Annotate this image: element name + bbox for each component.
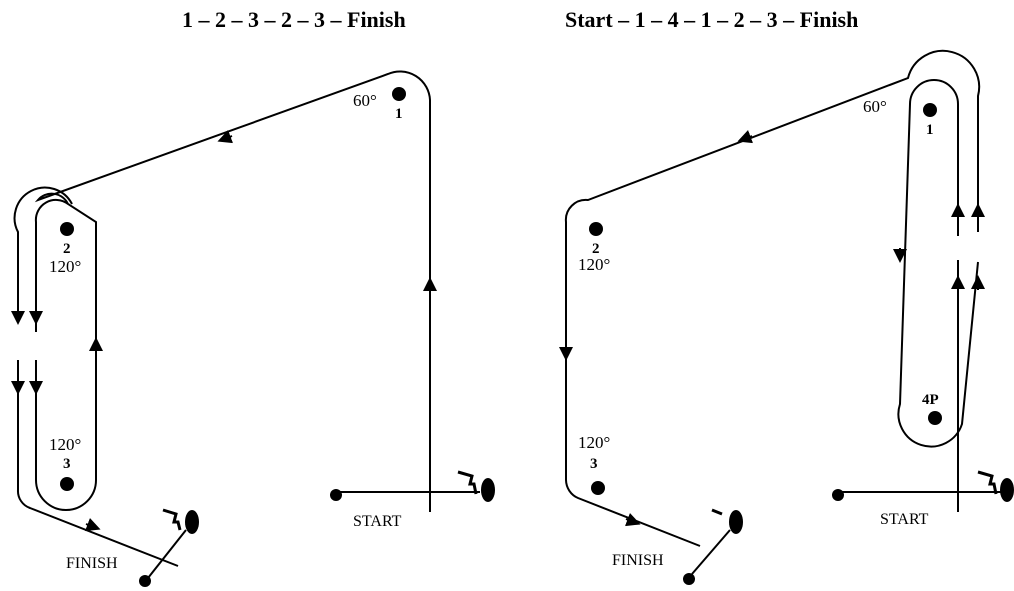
- left-mark-1: [392, 87, 406, 101]
- left-finish-buoy: [139, 575, 151, 587]
- right-mark-2-number: 2: [592, 241, 600, 257]
- right-course: Start – 1 – 4 – 1 – 2 – 3 – Finish START…: [559, 7, 1014, 585]
- left-mark-2-number: 2: [63, 241, 71, 257]
- right-finish-line: [691, 529, 731, 575]
- left-mark-2-angle: 120°: [49, 257, 81, 276]
- right-course-path: [564, 49, 981, 547]
- left-arrow-finish: [84, 517, 101, 532]
- right-mark-4p-number: 4P: [922, 392, 939, 408]
- right-mark-1-number: 1: [926, 122, 934, 138]
- right-start-buoy: [832, 489, 844, 501]
- left-start-buoy: [330, 489, 342, 501]
- left-mark-3-number: 3: [63, 456, 71, 472]
- right-finish-boat-icon: [711, 508, 743, 534]
- left-finish-boat-icon: [162, 508, 199, 534]
- left-committee-boat-icon: [457, 470, 495, 502]
- right-finish-buoy: [683, 573, 695, 585]
- left-mark-2: [60, 222, 74, 236]
- left-course-path: [34, 70, 431, 512]
- right-finish-label: FINISH: [612, 552, 664, 569]
- right-arrow-reach: [737, 129, 754, 144]
- right-committee-boat-icon: [977, 470, 1014, 502]
- left-mark-3-angle: 120°: [49, 435, 81, 454]
- right-course-title: Start – 1 – 4 – 1 – 2 – 3 – Finish: [565, 7, 858, 32]
- right-start-label: START: [880, 511, 929, 528]
- left-finish-label: FINISH: [66, 555, 118, 572]
- left-start-label: START: [353, 513, 402, 530]
- right-mark-3-angle: 120°: [578, 433, 610, 452]
- right-mark-1: [923, 103, 937, 117]
- right-mark-1-angle: 60°: [863, 97, 887, 116]
- left-mark-1-number: 1: [395, 106, 403, 122]
- right-mark-2-angle: 120°: [578, 255, 610, 274]
- right-mark-3-number: 3: [590, 456, 598, 472]
- left-course-path-outer: [13, 186, 179, 567]
- left-finish-line: [147, 529, 187, 579]
- left-mark-3: [60, 477, 74, 491]
- right-mark-3: [591, 481, 605, 495]
- left-mark-1-angle: 60°: [353, 91, 377, 110]
- left-arrow-reach: [217, 129, 234, 144]
- right-mark-2: [589, 222, 603, 236]
- right-arrow-finish: [624, 512, 641, 527]
- right-mark-4p: [928, 411, 942, 425]
- left-course: 1 – 2 – 3 – 2 – 3 – Finish START 1 60° 2…: [10, 7, 495, 587]
- left-course-title: 1 – 2 – 3 – 2 – 3 – Finish: [182, 7, 406, 32]
